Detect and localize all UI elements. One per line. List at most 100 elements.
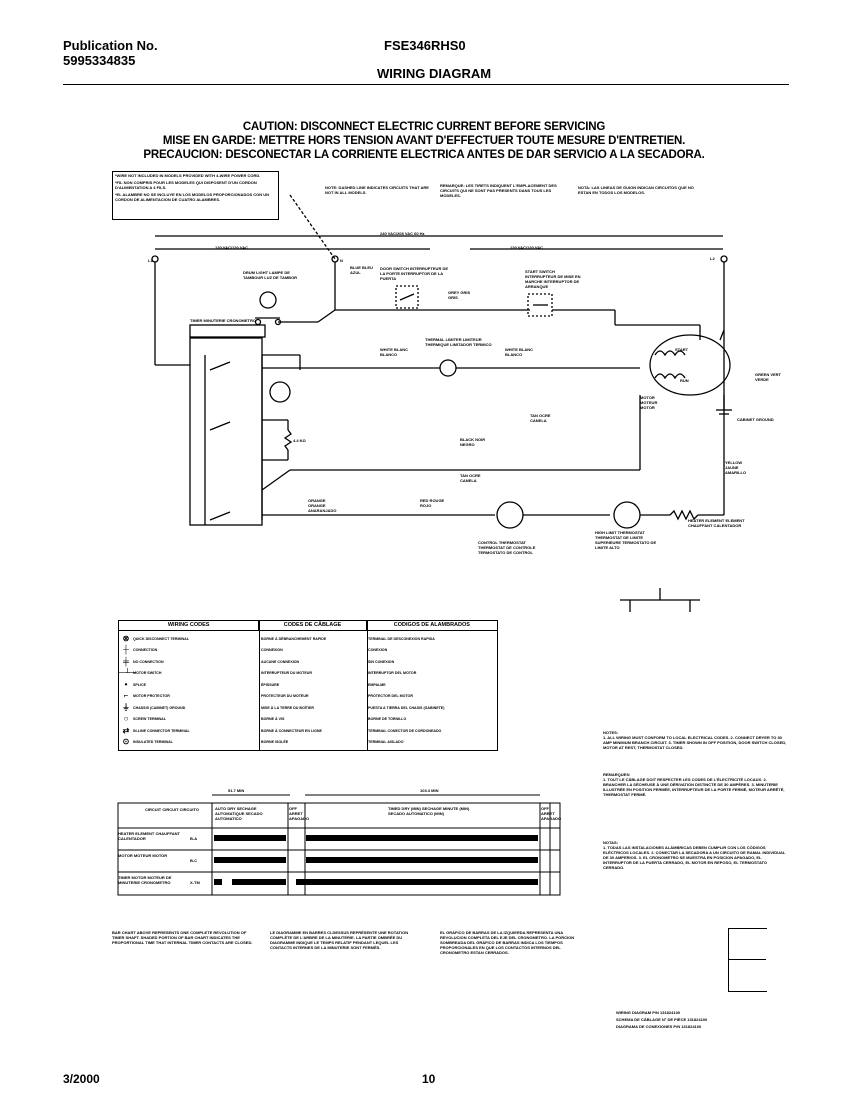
segment-off-1: OFF ARRET APAGADO (289, 806, 310, 821)
wiring-code-fr: BORNE À CONNECTEUR EN LIGNE (261, 728, 322, 733)
caution-es: PRECAUCION: DESCONECTAR LA CORRIENTE ELE… (143, 149, 705, 161)
model-number: FSE346RHS0 (384, 38, 466, 53)
diagram-pn-en: WIRING DIAGRAM P/N 131824100 (616, 1010, 681, 1015)
wiring-code-fr: BORNE ISOLÉE (261, 740, 289, 745)
wiring-codes-table: WIRING CODES CODES DE CÂBLAGE CODIGOS DE… (118, 620, 498, 751)
segment-auto-dry: AUTO DRY SECHAGE AUTOMATIQUE SECADO AUTO… (215, 806, 263, 821)
wiring-code-es: EMPALME (368, 682, 386, 687)
wiring-code-fr: AUCUNE CONNEXION (261, 659, 300, 664)
blank-box (728, 928, 767, 992)
wiring-code-row: ╪ NO CONNECTION AUCUNE CONNEXION SIN CONEXI… (119, 656, 497, 668)
dashed-line-note: NOTE: DASHED LINE INDICATES CIRCUITS THA… (325, 185, 429, 195)
control-thermostat-label: CONTROL THERMOSTAT THERMOSTAT DE CONTROL… (478, 540, 536, 555)
high-limit-thermostat-label: HIGH LIMIT THERMOSTAT THERMOSTAT DE LIMI… (595, 530, 657, 550)
chart-row-motor: MOTOR MOTEUR MOTOR (118, 853, 168, 858)
blank-box-divider (728, 959, 766, 960)
notes-en: NOTES: 1. ALL WIRING MUST CONFORM TO LOC… (603, 730, 788, 750)
cabinet-ground-label: CABINET GROUND (737, 417, 774, 422)
wire-green-label: GREEN VERT VERDE (755, 372, 782, 382)
page-title: WIRING DIAGRAM (377, 66, 492, 81)
wire-tan-label-2: TAN OCRE CANELA (530, 413, 551, 423)
start-winding-label: START (675, 347, 689, 352)
voltage-left: 120 VAC/120 VAC (215, 245, 248, 250)
caution-en: CAUTION: DISCONNECT ELECTRIC CURRENT BEF… (242, 121, 606, 133)
wiring-code-es: BORNE DE TORNILLO (368, 717, 407, 722)
voltage-total: 240 VAC/208 VAC 60 Hz (380, 231, 425, 236)
wire-white-label: WHITE BLANC BLANCO (380, 347, 408, 357)
publication-label: Publication No. (63, 38, 158, 53)
notes-fr-body: 1. TOUT LE CÂBLAGE DOIT RESPECTER LES CO… (603, 777, 785, 797)
wiring-codes-header: WIRING CODES CODES DE CÂBLAGE CODIGOS DE… (119, 621, 497, 631)
wiring-code-symbol-icon: ⌐ (123, 691, 129, 701)
footer-date: 3/2000 (63, 1072, 100, 1086)
wiring-code-en: IN-LINE CONNECTOR TERMINAL (133, 728, 190, 733)
wire-black-label: BLACK NOIR NEGRO (460, 437, 486, 447)
notes-en-body: 1. ALL WIRING MUST CONFORM TO LOCAL ELEC… (603, 735, 787, 750)
wiring-code-fr: MISE À LA TERRE DU BOÎTIER (261, 705, 314, 710)
wiring-code-fr: BORNE À VIS (261, 717, 285, 722)
wiring-code-symbol-icon: ╪ (123, 656, 129, 666)
wiring-code-en: SCREW TERMINAL (133, 717, 166, 722)
diagram-pn-es: DIAGRAMA DE CONEXIONES P/N 131824100 (616, 1024, 702, 1029)
resistor-label: 4.4 KΩ (293, 438, 306, 443)
timer-motor-icon (269, 381, 291, 403)
notes-es-title: NOTAS: (603, 840, 619, 845)
bar-note-es: EL GRÁFICO DE BARRAS DE LA IZQUIERDA REP… (440, 930, 575, 955)
wiring-code-es: SIN CONEXION (368, 659, 395, 664)
wiring-code-symbol-icon: • (124, 679, 128, 689)
power-cord-note-fr: *FIL NON COMPRIS POUR LES MODELES QUI DI… (115, 180, 257, 190)
notes-en-title: NOTES: (603, 730, 619, 735)
run-winding-label: RUN (680, 378, 689, 383)
wiring-code-en: NO CONNECTION (133, 659, 164, 664)
publication-number: 5995334835 (63, 53, 136, 68)
bar-note-fr: LE DIAGRAMME EN BARRES CI-DESSUS REPRÉSE… (270, 930, 409, 950)
dashed-line-note-es: NOTA: LAS LINEAS DE GUION INDICAN CIRCUI… (578, 185, 694, 195)
wiring-code-symbol-icon: ⏚ (122, 702, 130, 712)
wiring-code-symbol-icon: ⊗ (122, 633, 130, 643)
chart-row-timer-motor: TIMER MOTOR MOTEUR DE MINUTERIE CRONOMET… (118, 875, 172, 885)
heater-label: HEATER ELEMENT ELEMENT CHAUFFANT CALENTA… (688, 518, 745, 528)
notes-fr: REMARQUES: 1. TOUT LE CÂBLAGE DOIT RESPE… (603, 772, 788, 797)
start-switch-label: START SWITCH INTERRUPTEUR DE MISE EN MAR… (525, 269, 581, 289)
wire-tan-label: TAN OCRE CANELA (460, 473, 481, 483)
wiring-code-es: INTERRUPTOR DEL MOTOR (368, 671, 417, 676)
wiring-code-fr: CONNEXION (261, 648, 283, 653)
motor-label: MOTOR MOTEUR MOTOR (640, 395, 658, 410)
segment-off-2: OFF ARRET APAGADO (541, 806, 562, 821)
timer-label: TIMER MINUTERIE CRONOMETRO (190, 318, 256, 323)
header-fr: CODES DE CÂBLAGE (258, 621, 365, 630)
caution-fr: MISE EN GARDE: METTRE HORS TENSION AVANT… (162, 135, 686, 147)
wire-white-label-2: WHITE BLANC BLANCO (505, 347, 533, 357)
wiring-code-en: CONNECTION (133, 648, 158, 653)
header-en: WIRING CODES (167, 622, 210, 628)
power-cord-note-box: *WIRE NOT INCLUDED IN MODELS PROVIDED WI… (112, 171, 279, 220)
segment-timed-dry: TIMED DRY (MIN) SECHAGE MINUTE (MIN) SEC… (388, 806, 470, 816)
wiring-code-es: PUESTA A TIERRA DEL CHASIS (GABINETE) (368, 705, 445, 710)
wiring-code-en: CHASSIS (CABINET) GROUND (133, 705, 186, 710)
thermal-limiter-label: THERMAL LIMITER LIMITEUR THERMIQUE LIMIT… (425, 337, 492, 347)
wiring-code-en: QUICK DISCONNECT TERMINAL (133, 636, 189, 641)
door-switch-label: DOOR SWITCH INTERRUPTEUR DE LA PORTE INT… (380, 266, 448, 281)
dashed-line-note-fr: REMARQUE: LES TIRETS INDIQUENT L'EMPLACE… (440, 183, 557, 198)
wiring-code-row: ⏚CHASSIS (CABINET) GROUND MISE À LA TERRE… (119, 702, 497, 714)
contact-bc: B-C (190, 858, 198, 863)
drum-light-label: DRUM LIGHT LAMPE DE TAMBOUR LUZ DE TAMBO… (243, 270, 298, 280)
power-cord-note: *WIRE NOT INCLUDED IN MODELS PROVIDED WI… (115, 173, 261, 178)
wiring-code-fr: PROTECTEUR DU MOTEUR (261, 694, 309, 699)
contact-xtm: X-TM (190, 880, 200, 885)
notes-es-body: 1. TODAS LAS INSTALACIONES ALÁMBRICAS DE… (603, 845, 786, 870)
drum-light-icon (259, 291, 277, 309)
chart-row-heater: HEATER ELEMENT CHAUFFANT CALENTADOR (118, 831, 180, 841)
chart-dim-left: 51.7 MIN (228, 788, 245, 793)
wiring-code-es: TERMINAL AISLADO (368, 740, 404, 745)
wiring-code-en: MOTOR SWITCH (133, 671, 162, 676)
